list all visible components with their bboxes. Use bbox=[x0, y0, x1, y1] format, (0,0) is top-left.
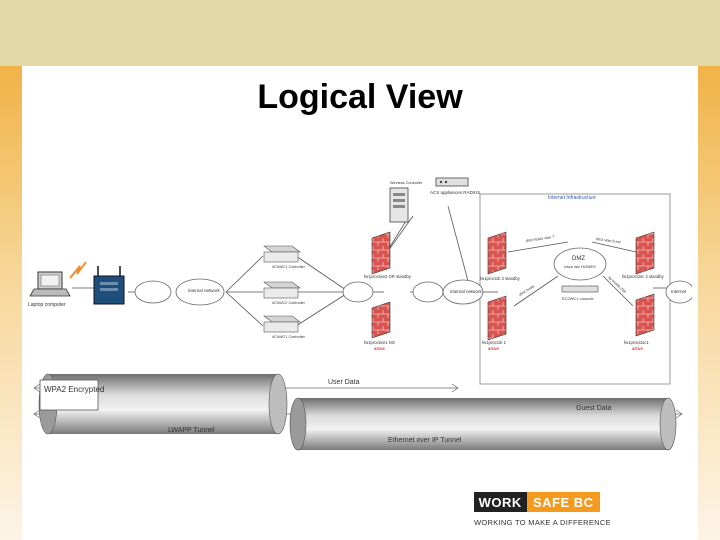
controller-3-label: 4ChWC1 Controller bbox=[272, 335, 306, 339]
wpa2-box bbox=[39, 379, 99, 411]
internal-network-left-label: internal network bbox=[188, 288, 221, 293]
lwapp-tunnel-label: LWAPP Tunnel bbox=[168, 427, 215, 434]
laptop-icon bbox=[29, 271, 71, 297]
firewall-1-label: fw1proctive2 OR standby bbox=[364, 274, 412, 279]
connection-lines bbox=[72, 205, 668, 327]
cloud-4 bbox=[412, 281, 444, 303]
firewall-2-label: fw1proctive1 NO bbox=[364, 340, 396, 345]
logo-tagline: WORKING TO MAKE A DIFFERENCE bbox=[474, 518, 611, 527]
slide-title: Logical View bbox=[257, 78, 463, 116]
dmz-console-label: EC2WC1 console bbox=[562, 296, 594, 301]
cloud-3 bbox=[342, 281, 374, 303]
link-label-1: dmz-hosts vlan 7 bbox=[526, 235, 555, 243]
laptop-label: Laptop computer bbox=[28, 302, 66, 308]
firewall-6-icon bbox=[635, 293, 655, 337]
user-data-label: User Data bbox=[328, 379, 360, 386]
firewall-4-status: active bbox=[488, 346, 500, 351]
controller-3-icon bbox=[263, 315, 301, 333]
firewall-3-icon bbox=[487, 231, 507, 275]
firewall-6-status: active bbox=[632, 346, 644, 351]
controller-1-label: 4ChWC1 Controller bbox=[272, 265, 306, 269]
controller-2-icon bbox=[263, 281, 301, 299]
link-label-3: dmz-hosts bbox=[518, 284, 535, 297]
cloud-internal-network-mid bbox=[442, 279, 484, 305]
firewall-2-icon bbox=[371, 301, 391, 339]
internet-label: Internet bbox=[671, 289, 687, 294]
server-label: Wireless Controller bbox=[390, 181, 423, 185]
firewall-4-icon bbox=[487, 295, 507, 341]
firewall-1-icon bbox=[371, 231, 391, 275]
wireless-signal-icon bbox=[69, 261, 87, 279]
internet-infrastructure-label: Internet Infrastructure bbox=[548, 195, 596, 201]
header-band bbox=[0, 0, 720, 66]
worksafebc-logo: WORK SAFE BC bbox=[474, 492, 600, 512]
dmz-sublabel: cisco wlc HOMES bbox=[564, 264, 596, 269]
dmz-label: DMZ bbox=[572, 256, 585, 262]
firewall-3-label: fw1proct1b 2 standby bbox=[480, 276, 521, 281]
guest-data-label: Guest Data bbox=[576, 405, 612, 412]
link-label-2: dmz-vlan 8 ext bbox=[596, 237, 622, 245]
internal-network-mid-label: internal network bbox=[450, 289, 483, 294]
acs-label: ACS appliances RADIUS bbox=[430, 190, 480, 195]
logo-safebc: SAFE BC bbox=[526, 492, 600, 512]
cloud-1 bbox=[134, 280, 172, 304]
eoip-tunnel-cylinder bbox=[289, 397, 677, 451]
firewall-5-label: fw1proct1sc 2 standby bbox=[622, 274, 665, 279]
controller-2-label: 4ChWC2 Controller bbox=[272, 301, 306, 305]
wpa2-label: WPA2 Encrypted bbox=[44, 385, 104, 394]
dmz-cloud bbox=[553, 247, 607, 281]
right-accent-bar bbox=[698, 66, 720, 540]
left-accent-bar bbox=[0, 66, 22, 540]
controller-1-icon bbox=[263, 245, 301, 263]
firewall-4-label: fw1proct1b 1 bbox=[482, 340, 507, 345]
firewall-5-icon bbox=[635, 231, 655, 275]
server-icon bbox=[389, 187, 409, 223]
acs-appliance-icon bbox=[435, 177, 469, 187]
logo-work: WORK bbox=[474, 492, 527, 512]
network-diagram: Internet Infrastructure Laptop computer bbox=[28, 177, 692, 451]
eoip-tunnel-label: Ethernet over IP Tunnel bbox=[388, 437, 462, 444]
cloud-internet bbox=[665, 280, 692, 304]
cloud-internal-network-left bbox=[175, 278, 225, 306]
dmz-console-icon bbox=[561, 285, 599, 293]
firewall-6-label: fw1proct1sc1 bbox=[624, 340, 649, 345]
access-point-icon bbox=[93, 266, 125, 305]
firewall-2-status: active bbox=[374, 346, 386, 351]
